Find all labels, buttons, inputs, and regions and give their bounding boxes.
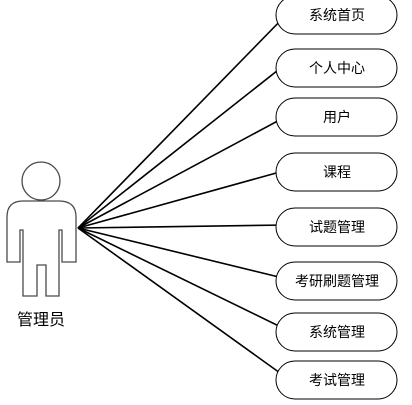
use-case-system-management: 系统管理 [275, 312, 398, 352]
use-case-label: 系统首页 [309, 8, 365, 24]
actor-name: 管理员 [17, 310, 65, 329]
use-case-label: 系统管理 [309, 325, 365, 341]
actor-body [6, 200, 77, 297]
use-case-label: 考研刷题管理 [295, 274, 379, 290]
actor-admin: 管理员 [6, 161, 77, 329]
association-line-course [77, 169, 288, 229]
use-case-label: 用户 [323, 109, 351, 126]
use-case-personal-center: 个人中心 [275, 48, 398, 88]
association-line-personal-center [77, 62, 288, 229]
use-case-label: 考试管理 [309, 373, 365, 389]
association-line-exam-practice-management [77, 227, 288, 280]
use-case-course: 课程 [275, 152, 398, 192]
use-case-user: 用户 [275, 97, 398, 137]
use-case-label: 课程 [323, 165, 351, 181]
association-line-exam-management [77, 227, 288, 379]
association-line-system-management [77, 227, 288, 331]
association-line-home [77, 13, 288, 229]
use-case-home: 系统首页 [275, 0, 398, 35]
use-case-label: 个人中心 [309, 61, 365, 77]
use-case-label: 试题管理 [309, 220, 365, 236]
use-case-exam-practice-management: 考研刷题管理 [275, 261, 398, 301]
association-line-user [77, 115, 288, 229]
association-lines [77, 13, 288, 379]
use-case-question-management: 试题管理 [275, 207, 398, 247]
actor-head [21, 161, 61, 201]
use-case-exam-management: 考试管理 [275, 360, 398, 400]
association-line-question-management [77, 224, 288, 229]
